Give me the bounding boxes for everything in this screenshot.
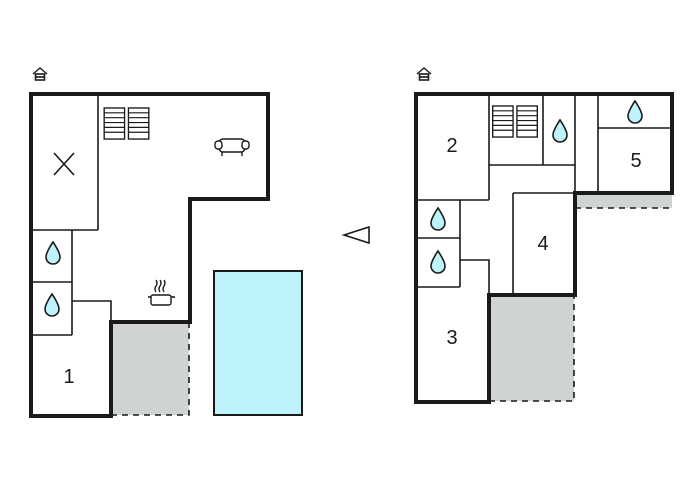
bed-x-icon [53,152,75,176]
upper-terrace-large-edge [489,296,575,402]
ground-interior-walls [31,96,112,336]
upper-terrace-large [489,296,574,401]
pool [213,270,303,416]
water-drop-icon [44,293,60,317]
room-label-1: 1 [63,366,74,388]
room-label-5: 5 [630,150,641,172]
water-drop-icon [45,241,61,265]
upper-floor-plan: 2 3 4 5 [414,67,674,404]
window-icon [491,105,539,138]
upper-outer-wall [414,92,674,404]
upper-interior-walls [417,96,672,296]
entrance-icon [32,67,48,81]
upper-terrace-small [575,193,672,208]
ground-floor-plan: 1 [29,67,303,418]
ground-terrace [111,322,189,415]
ground-outer-wall [29,92,270,418]
cooking-pot-icon [148,279,175,306]
room-label-4: 4 [537,233,548,255]
triangle-left-icon[interactable] [341,225,370,245]
entrance-icon [416,67,432,81]
room-label-2: 2 [446,135,457,157]
water-drop-icon [430,207,446,231]
window-icon [103,107,150,140]
water-drop-icon [627,100,643,124]
water-drop-icon [552,119,568,143]
ground-terrace-edge [111,322,190,416]
sofa-icon [214,138,250,156]
water-drop-icon [430,250,446,274]
room-label-3: 3 [446,327,457,349]
